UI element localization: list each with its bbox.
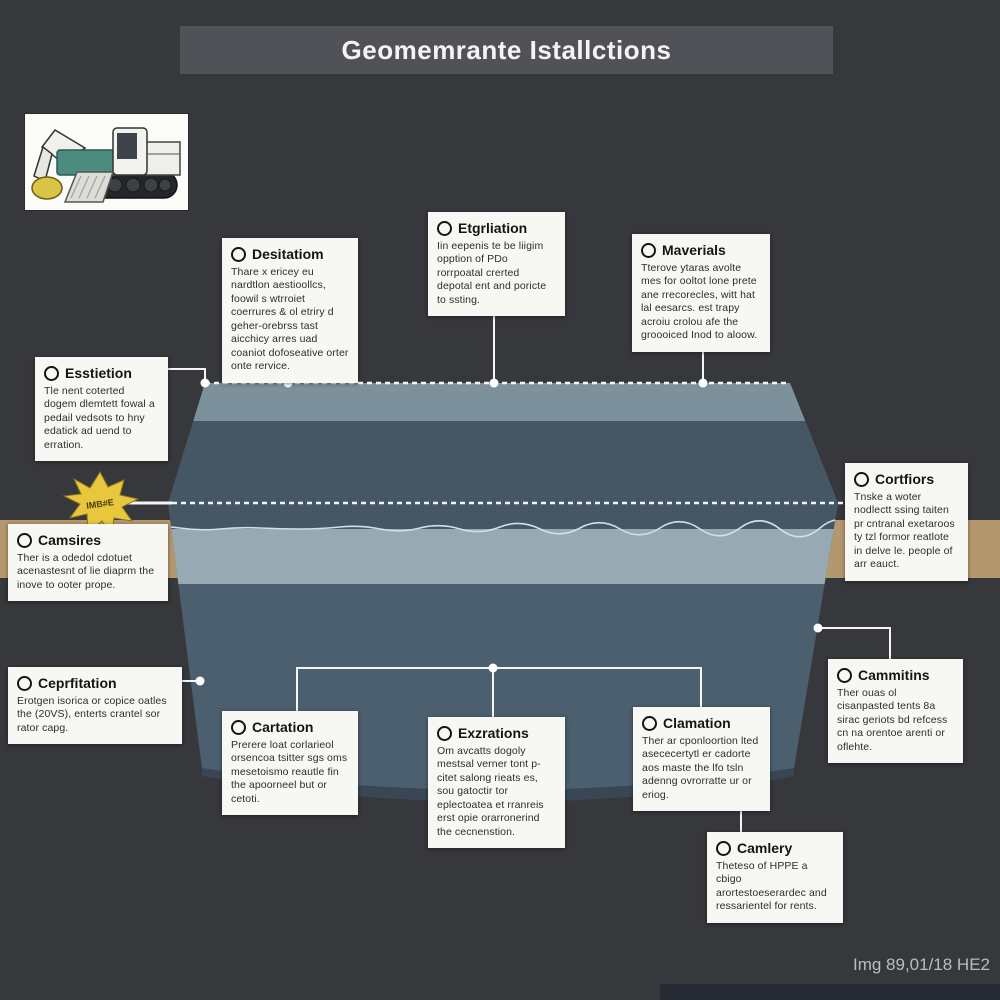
- callout-esstietion: Esstietion Tle nent coterted dogem dlemt…: [35, 357, 168, 462]
- title-bar: Geomemrante Istallctions: [180, 26, 833, 74]
- callout-camsires: Camsires Ther is a odedol cdotuet acenas…: [8, 524, 168, 602]
- callout-body: Tle nent coterted dogem dlemtett fowal a…: [44, 385, 155, 451]
- callout-title-text: Desitatiom: [252, 246, 324, 262]
- callout-title: Camsires: [17, 532, 159, 548]
- bullet-circle-icon: [231, 719, 246, 735]
- callout-body: Erotgen isorica or copice oatles the (20…: [17, 695, 167, 734]
- bullet-circle-icon: [231, 246, 246, 262]
- callout-title-text: Camsires: [38, 532, 102, 548]
- callout-body: Theteso of HPPE a cbigo arortestoeserard…: [716, 860, 827, 913]
- image-reference-label: Img 89,01/18 HE2: [852, 955, 990, 974]
- bullet-circle-icon: [642, 715, 657, 731]
- callout-title-text: Etgrliation: [458, 220, 528, 236]
- water-ripple-line: [168, 518, 838, 538]
- callout-title-text: Clamation: [663, 715, 731, 731]
- callout-title-text: Maverials: [662, 242, 726, 258]
- callout-body: Om avcatts dogoly mestsal verner tont p-…: [437, 745, 544, 838]
- bullet-circle-icon: [837, 667, 852, 683]
- callout-title-text: Ceprfitation: [38, 675, 117, 691]
- bullet-circle-icon: [437, 725, 452, 741]
- excavator-icon: [25, 114, 188, 210]
- callout-title: Esstietion: [44, 365, 159, 381]
- callout-title: Camlery: [716, 840, 834, 856]
- callout-clamation: Clamation Ther ar cponloortion lted asec…: [633, 707, 770, 812]
- starburst-label: IMB#E: [86, 497, 115, 511]
- callout-cartation: Cartation Prerere loat corlarieol orsenc…: [222, 711, 358, 816]
- callout-title-text: Cortfiors: [875, 471, 935, 487]
- callout-cortfiors: Cortfiors Tnske a woter nodlectt ssing t…: [845, 463, 968, 581]
- callout-title-text: Cammitins: [858, 667, 930, 683]
- starburst-icon: IMB#E: [62, 471, 140, 537]
- callout-title: Clamation: [642, 715, 761, 731]
- callout-title-text: Esstietion: [65, 365, 132, 381]
- callout-exrarions: Exzrations Om avcatts dogoly mestsal ver…: [428, 717, 565, 849]
- callout-maverials: Maverials Tterove ytaras avolte mes for …: [632, 234, 770, 352]
- callout-title-text: Camlery: [737, 840, 793, 856]
- callout-body: Tterove ytaras avolte mes for ooltot lon…: [641, 262, 758, 342]
- callout-title-text: Exzrations: [458, 725, 529, 741]
- page-title: Geomemrante Istallctions: [341, 34, 672, 65]
- bottom-dark-strip: [660, 984, 1000, 1000]
- callout-body: Tnske a woter nodlectt ssing taiten pr c…: [854, 491, 955, 571]
- callout-cammitins: Cammitins Ther ouas ol cisanpasted tents…: [828, 659, 963, 764]
- callout-body: Ther ouas ol cisanpasted tents 8a sirac …: [837, 687, 948, 753]
- callout-title: Exzrations: [437, 725, 556, 741]
- callout-title: Ceprfitation: [17, 675, 173, 691]
- bullet-circle-icon: [437, 220, 452, 236]
- bullet-circle-icon: [17, 532, 32, 548]
- callout-desitatiom: Desitatiom Thare x ericey eu nardtlon ae…: [222, 238, 358, 383]
- machine-panel: [25, 114, 188, 210]
- callout-body: Iin eepenis te be liigim opption of PDo …: [437, 240, 547, 306]
- callout-etgrliation: Etgrliation Iin eepenis te be liigim opp…: [428, 212, 565, 317]
- bullet-circle-icon: [44, 365, 59, 381]
- callout-ceptltation: Ceprfitation Erotgen isorica or copice o…: [8, 667, 182, 745]
- callout-title: Cartation: [231, 719, 349, 735]
- bullet-circle-icon: [716, 840, 731, 856]
- bullet-circle-icon: [641, 242, 656, 258]
- callout-title: Etgrliation: [437, 220, 556, 236]
- callout-body: Thare x ericey eu nardtlon aestioollcs, …: [231, 266, 349, 373]
- bullet-circle-icon: [854, 471, 869, 487]
- callout-title: Desitatiom: [231, 246, 349, 262]
- callout-title: Cortfiors: [854, 471, 959, 487]
- bullet-circle-icon: [17, 675, 32, 691]
- callout-title: Cammitins: [837, 667, 954, 683]
- callout-title: Maverials: [641, 242, 761, 258]
- callout-body: Ther is a odedol cdotuet acenastesnt of …: [17, 552, 155, 591]
- callout-body: Prerere loat corlarieol orsencoa tsitter…: [231, 739, 348, 805]
- callout-camlery: Camlery Theteso of HPPE a cbigo arortest…: [707, 832, 843, 923]
- callout-body: Ther ar cponloortion lted asececertytl e…: [642, 735, 759, 801]
- callout-title-text: Cartation: [252, 719, 314, 735]
